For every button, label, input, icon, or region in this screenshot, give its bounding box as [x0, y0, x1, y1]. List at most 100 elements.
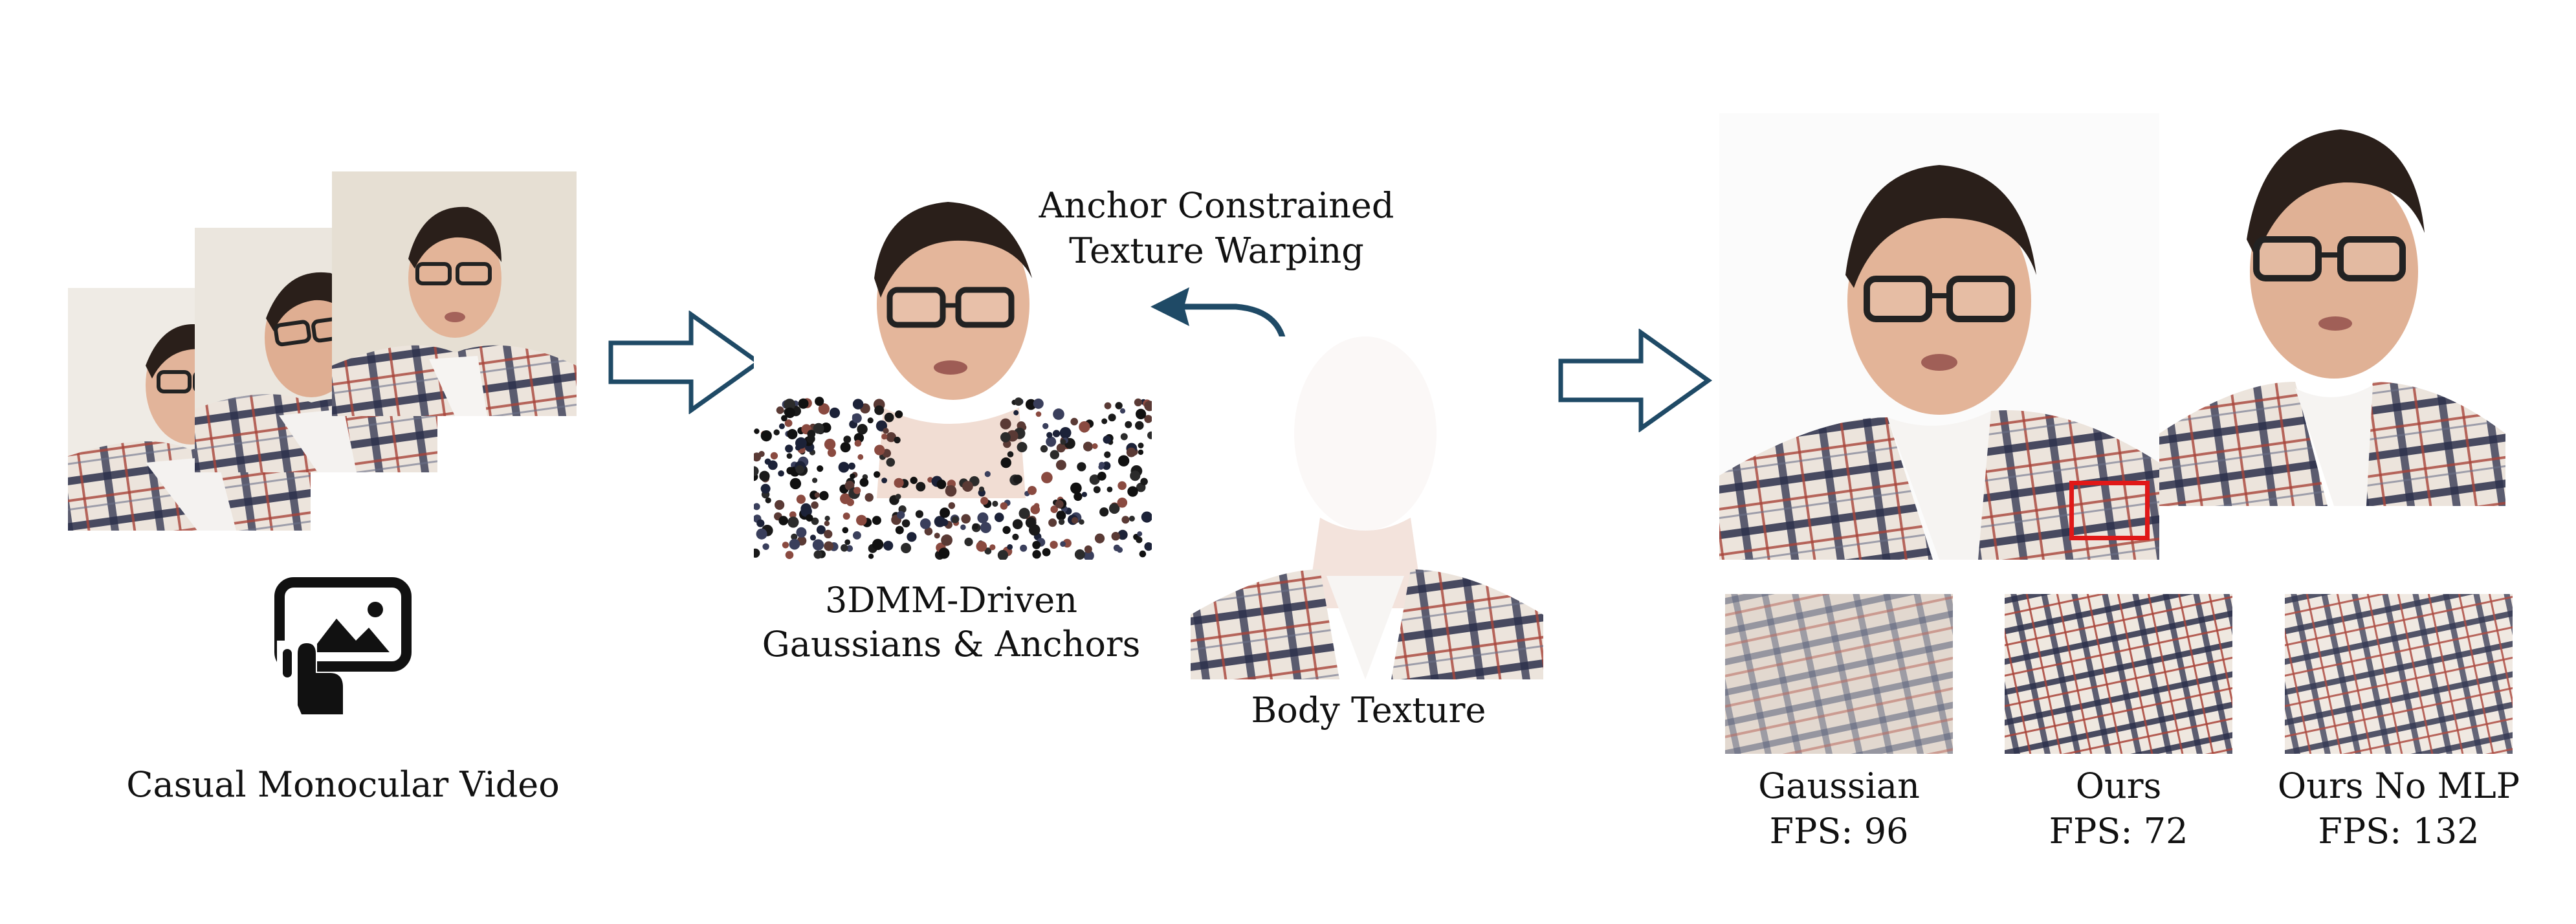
- gaussian-anchor-dot: [977, 512, 989, 523]
- input-caption: Casual Monocular Video: [126, 764, 560, 805]
- gaussian-anchor-dot: [811, 501, 819, 509]
- crop-gaussian: [1725, 594, 1953, 754]
- gaussian-anchor-dot: [1130, 470, 1141, 481]
- gaussian-anchor-dot: [1055, 459, 1066, 470]
- gaussian-anchor-dot: [819, 490, 829, 501]
- gaussian-anchor-dot: [827, 448, 837, 457]
- gaussian-anchor-dot: [789, 478, 802, 490]
- gaussian-anchor-dot: [1042, 423, 1049, 430]
- gaussian-anchor-dot: [857, 454, 864, 460]
- gaussian-anchor-dot: [1000, 432, 1011, 443]
- gaussian-anchor-dot: [758, 450, 765, 457]
- gaussian-anchor-dot: [1059, 427, 1072, 439]
- gaussian-anchor-dot: [775, 500, 785, 510]
- gaussian-anchor-dot: [907, 532, 917, 542]
- gaussian-anchor-dot: [852, 399, 864, 410]
- video-frame-3: [332, 171, 577, 416]
- gaussian-anchor-dot: [843, 435, 852, 443]
- gaussian-anchor-dot: [841, 544, 848, 552]
- gaussian-anchor-dot: [754, 466, 759, 476]
- gaussian-anchor-dot: [796, 527, 807, 538]
- gaussian-anchor-dot: [815, 397, 824, 406]
- gaussian-anchor-dot: [1070, 482, 1082, 494]
- crop-ours-no-mlp: [2285, 594, 2513, 754]
- gaussian-anchor-dot: [1028, 486, 1037, 495]
- gaussian-anchor-dot: [948, 502, 956, 509]
- gaussian-anchor-dot: [811, 517, 819, 525]
- gaussian-anchor-dot: [1025, 517, 1037, 529]
- gaussian-anchor-dot: [1125, 421, 1132, 428]
- gaussian-anchor-dot: [789, 511, 797, 518]
- gaussian-anchor-dot: [1135, 421, 1144, 430]
- gaussian-anchor-dot: [813, 423, 824, 434]
- gaussian-anchor-dot: [785, 551, 794, 559]
- gaussian-anchor-dot: [778, 423, 785, 430]
- gaussian-anchor-dot: [951, 516, 959, 523]
- gaussian-anchor-dot: [787, 429, 798, 439]
- gaussian-anchor-dot: [1050, 540, 1058, 549]
- warping-title-line1: Anchor Constrained: [1039, 185, 1394, 226]
- gaussian-anchor-dot: [881, 434, 888, 440]
- gaussian-anchor-dot: [1060, 439, 1066, 445]
- gaussian-anchor-dot: [1056, 443, 1066, 453]
- gaussian-anchor-dot: [809, 534, 817, 541]
- gaussian-anchor-dot: [814, 492, 820, 498]
- gaussian-anchor-dot: [813, 550, 822, 559]
- gaussian-anchor-dot: [1093, 486, 1101, 494]
- gaussian-anchor-dot: [859, 478, 869, 487]
- gaussian-anchor-dot: [1081, 492, 1087, 498]
- gaussian-anchor-dot: [1134, 398, 1142, 406]
- gaussian-anchor-dot: [874, 471, 881, 478]
- gaussian-anchor-dot: [1042, 548, 1051, 556]
- gaussian-anchor-dot: [778, 516, 788, 525]
- gaussian-anchor-dot: [916, 481, 926, 492]
- crop-label-gaussian: Gaussian: [1758, 765, 1920, 806]
- gaussian-anchor-dot: [1121, 516, 1130, 524]
- gaussian-anchor-dot: [867, 417, 874, 424]
- gaussian-anchor-dot: [812, 539, 824, 551]
- gaussian-anchor-dot: [1140, 478, 1148, 486]
- gaussian-anchor-dot: [756, 519, 765, 527]
- gaussian-anchor-dot: [1013, 410, 1019, 415]
- gaussian-anchor-dot: [895, 410, 903, 419]
- crop-label-ours: Ours: [2075, 765, 2162, 806]
- gaussian-anchor-dot: [1074, 549, 1085, 560]
- gaussian-anchor-dot: [816, 525, 826, 534]
- gaussian-anchor-dot: [1141, 511, 1152, 523]
- gaussian-anchor-dot: [978, 486, 985, 492]
- gaussian-anchor-dot: [1017, 442, 1028, 452]
- gaussian-anchor-dot: [796, 494, 806, 504]
- gaussian-anchor-dot: [1117, 529, 1128, 540]
- gaussian-anchor-dot: [1000, 418, 1011, 430]
- gaussian-anchor-dot: [1117, 481, 1127, 490]
- gaussian-anchor-dot: [1127, 486, 1138, 497]
- gaussian-anchor-dot: [910, 476, 918, 485]
- gaussian-anchor-dot: [785, 445, 793, 453]
- gaussian-anchor-dot: [1111, 532, 1120, 541]
- gaussian-anchor-dot: [1099, 507, 1109, 517]
- gaussian-anchor-dot: [784, 419, 793, 427]
- gaussian-anchor-dot: [1012, 533, 1019, 540]
- gaussian-anchor-dot: [850, 473, 855, 479]
- gaussian-anchor-dot: [1117, 498, 1128, 508]
- gaussian-anchor-dot: [895, 525, 904, 534]
- gaussian-anchor-dot: [1094, 533, 1105, 544]
- gaussian-anchor-dot: [840, 442, 851, 453]
- gaussian-anchor-dot: [1139, 550, 1147, 558]
- gaussian-anchor-dot: [1103, 435, 1112, 444]
- gaussian-anchor-dot: [1104, 402, 1112, 410]
- gaussian-anchor-dot: [853, 531, 861, 540]
- gaussian-anchor-dot: [868, 553, 874, 559]
- gaussian-anchor-dot: [1119, 408, 1126, 414]
- gaussian-anchor-dot: [1071, 517, 1079, 524]
- gaussian-anchor-dot: [1104, 451, 1111, 458]
- gaussian-anchor-dot: [852, 413, 858, 420]
- gaussian-anchor-dot: [1013, 474, 1022, 484]
- gaussian-anchor-dot: [984, 547, 992, 555]
- gaussian-anchor-dot: [1057, 511, 1064, 518]
- gaussian-anchor-dot: [1117, 455, 1130, 467]
- gaussian-anchor-dot: [1138, 449, 1144, 456]
- gaussian-anchor-dot: [782, 542, 789, 549]
- gaussian-anchor-dot: [857, 424, 868, 435]
- gaussian-anchor-dot: [778, 470, 784, 477]
